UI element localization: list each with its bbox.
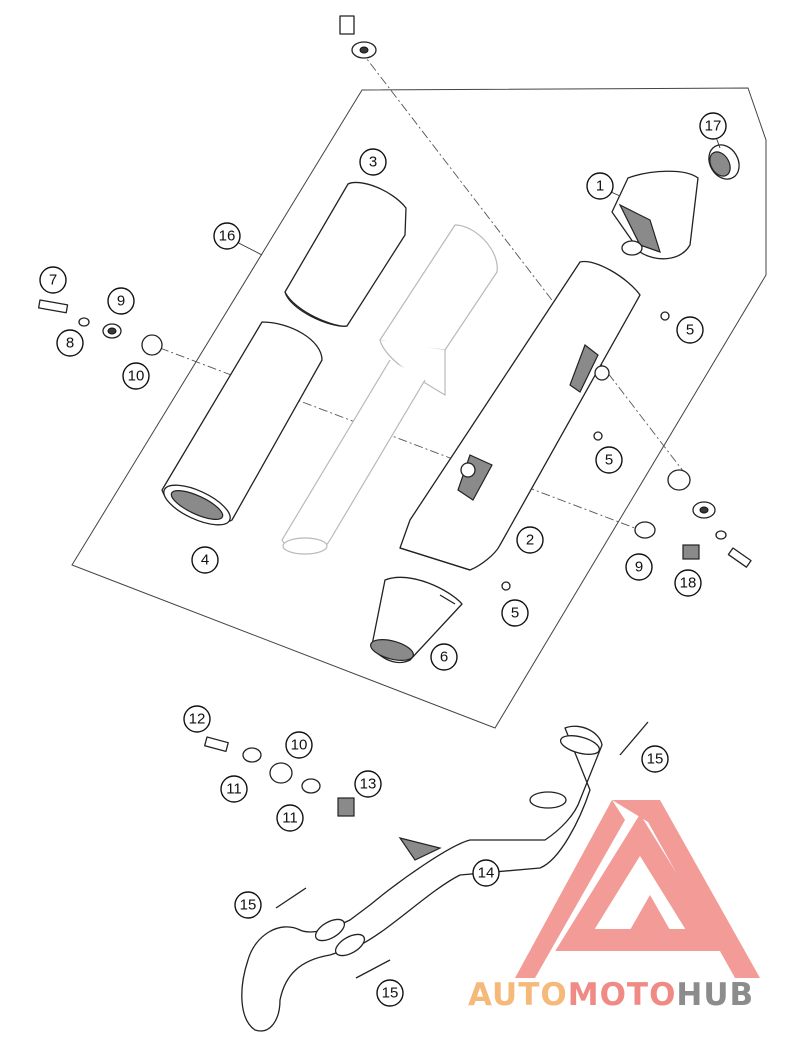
clip-nut-18 xyxy=(682,544,700,560)
svg-text:10: 10 xyxy=(128,368,145,385)
callout-11-upper: 11 xyxy=(220,775,248,803)
muffler-body-part xyxy=(399,260,641,571)
svg-text:13: 13 xyxy=(360,776,377,793)
callout-17: 17 xyxy=(699,112,727,140)
clip-nut-13 xyxy=(337,797,355,817)
callout-5-upper: 5 xyxy=(676,316,704,344)
callout-14: 14 xyxy=(472,859,500,887)
callout-11-lower: 11 xyxy=(276,804,304,832)
callout-13: 13 xyxy=(354,770,382,798)
svg-text:9: 9 xyxy=(635,559,643,576)
svg-text:7: 7 xyxy=(49,272,57,289)
callout-9-left: 9 xyxy=(107,287,135,315)
callout-2: 2 xyxy=(516,526,544,554)
washer-11-lower xyxy=(301,778,321,794)
washer-8 xyxy=(78,317,90,327)
screw-5-middle xyxy=(593,431,603,441)
svg-text:8: 8 xyxy=(66,335,74,352)
top-clip-nut xyxy=(339,15,355,35)
watermark-auto: AUTO xyxy=(468,977,568,1013)
washer-9-right xyxy=(634,521,656,539)
svg-text:15: 15 xyxy=(382,985,399,1002)
grommet-10-lower xyxy=(269,762,293,784)
callout-15-lower: 15 xyxy=(376,979,404,1007)
svg-text:6: 6 xyxy=(440,649,448,666)
callout-10-left: 10 xyxy=(122,362,150,390)
callout-5-lower: 5 xyxy=(501,599,529,627)
svg-text:15: 15 xyxy=(647,751,664,768)
inner-silencer-part xyxy=(281,224,498,555)
callout-9-right: 9 xyxy=(625,553,653,581)
svg-text:4: 4 xyxy=(201,552,209,569)
callout-8: 8 xyxy=(56,329,84,357)
callout-1: 1 xyxy=(586,172,614,200)
muffler-sleeve-part xyxy=(161,321,323,526)
svg-text:5: 5 xyxy=(511,605,519,622)
svg-text:2: 2 xyxy=(526,532,534,549)
svg-text:10: 10 xyxy=(291,737,308,754)
header-pipe-part xyxy=(241,725,603,1032)
seal-ring-part xyxy=(708,144,740,180)
callout-5-middle: 5 xyxy=(595,446,623,474)
callout-3: 3 xyxy=(359,148,387,176)
watermark-logo xyxy=(515,800,760,978)
watermark-moto: MOTO xyxy=(568,977,677,1013)
callout-10-lower: 10 xyxy=(285,731,313,759)
svg-text:16: 16 xyxy=(219,228,236,245)
svg-text:5: 5 xyxy=(686,322,694,339)
callout-15-left: 15 xyxy=(234,891,262,919)
screw-5-upper xyxy=(660,311,670,321)
washer-11-upper xyxy=(242,747,262,763)
callout-16: 16 xyxy=(213,222,241,250)
svg-text:11: 11 xyxy=(282,810,298,827)
grommet-upper-right xyxy=(667,469,691,491)
svg-text:12: 12 xyxy=(189,711,206,728)
callout-4: 4 xyxy=(191,546,219,574)
grommet-10-left xyxy=(141,334,163,356)
svg-text:15: 15 xyxy=(240,897,257,914)
muffler-assembly-outline xyxy=(71,87,767,729)
svg-text:5: 5 xyxy=(605,452,613,469)
bolt-12 xyxy=(204,736,229,753)
watermark-hub: HUB xyxy=(676,977,754,1013)
mounting-axis-upper xyxy=(359,49,691,481)
springs-part xyxy=(275,721,649,979)
hardware-parts xyxy=(37,15,752,817)
svg-text:11: 11 xyxy=(226,781,242,798)
end-cap-part xyxy=(611,170,699,260)
svg-text:17: 17 xyxy=(705,118,722,135)
svg-text:14: 14 xyxy=(478,865,495,882)
svg-text:9: 9 xyxy=(117,293,125,310)
watermark-text: AUTOMOTOHUB xyxy=(468,977,754,1013)
end-cone-part xyxy=(370,576,463,664)
callout-15-upper: 15 xyxy=(641,745,669,773)
callout-12: 12 xyxy=(183,705,211,733)
svg-text:1: 1 xyxy=(596,178,604,195)
screw-5-lower xyxy=(501,581,511,591)
bolt-7 xyxy=(37,299,69,314)
callout-6: 6 xyxy=(430,643,458,671)
bolt-right xyxy=(727,547,752,568)
insulation-wrap-part xyxy=(284,181,407,327)
svg-text:18: 18 xyxy=(680,575,697,592)
svg-text:3: 3 xyxy=(369,154,377,171)
callout-18: 18 xyxy=(674,569,702,597)
callout-7: 7 xyxy=(39,266,67,294)
